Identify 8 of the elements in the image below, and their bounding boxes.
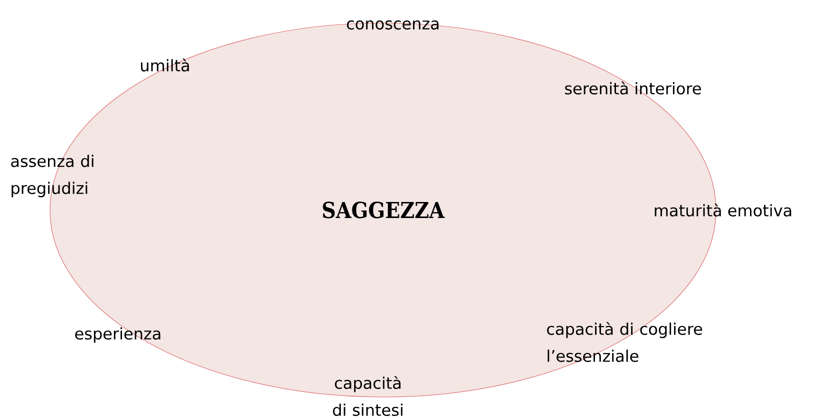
label: esperienza xyxy=(75,327,160,343)
label: assenza di pregiudizi xyxy=(11,154,94,198)
label: serenità interiore xyxy=(565,81,701,94)
label: conoscenza xyxy=(346,20,438,30)
label: umiltà xyxy=(141,58,189,72)
label: capacità di cogliere l’essenziale xyxy=(547,322,702,362)
label: maturità emotiva xyxy=(654,203,792,216)
label: capacità di sintesi xyxy=(333,376,402,416)
